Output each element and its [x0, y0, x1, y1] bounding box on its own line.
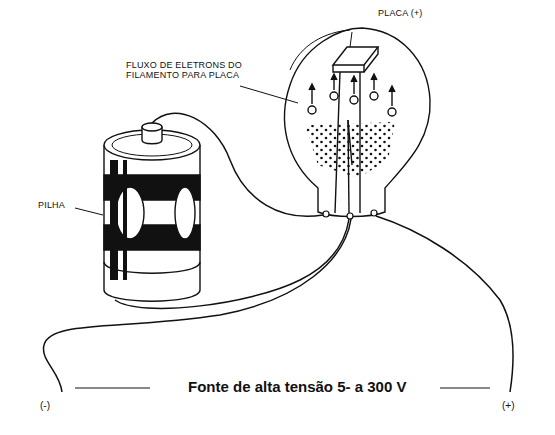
vacuum-tube	[285, 28, 431, 217]
source-label: Fonte de alta tensão 5- a 300 V	[184, 378, 410, 395]
electron-flow-label: FLUXO DE ELETRONS DO FILAMENTO PARA PLAC…	[126, 60, 244, 81]
battery	[104, 123, 200, 301]
negative-terminal: (-)	[40, 400, 50, 412]
wires	[43, 86, 513, 392]
positive-terminal: (+)	[502, 400, 515, 412]
tube-pins	[323, 210, 377, 219]
battery-label: PILHA	[38, 200, 65, 210]
plate-label: PLACA (+)	[378, 8, 423, 18]
